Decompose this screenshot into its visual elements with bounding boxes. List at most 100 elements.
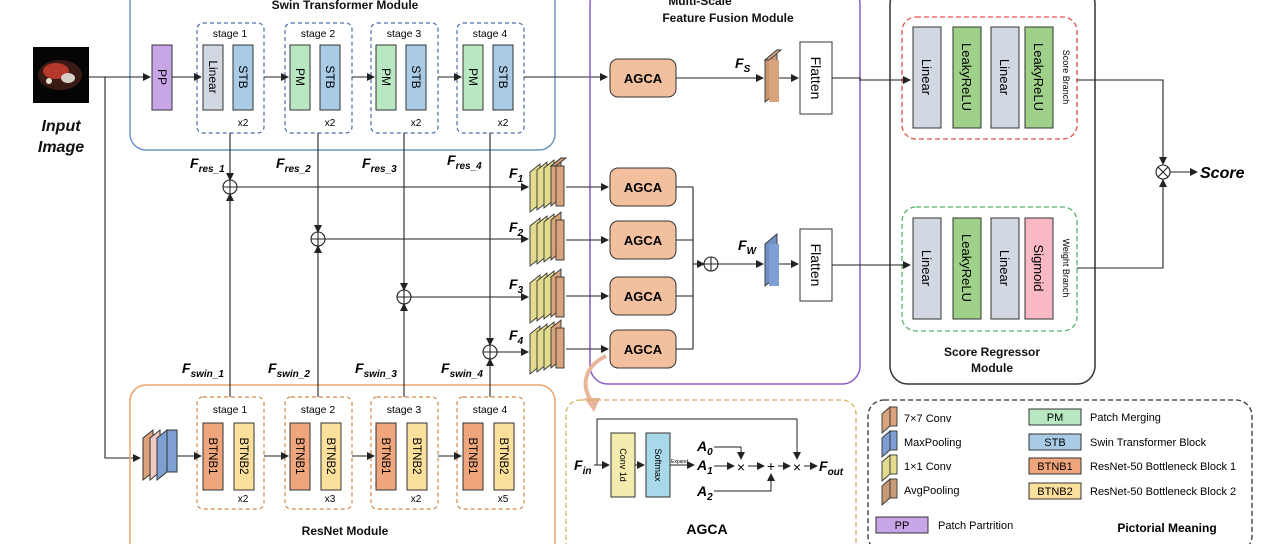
flatten-blocks: Flatten Flatten xyxy=(799,41,833,302)
pp-label: PP xyxy=(155,69,169,85)
swin-stage-2-repeat: x2 xyxy=(325,118,336,129)
resnet-stage-4-repeat: x5 xyxy=(498,494,509,505)
legend-pp-label: Patch Partrition xyxy=(938,520,1013,532)
agca-times-1: × xyxy=(737,459,745,475)
resnet-stage-3-repeat: x2 xyxy=(411,494,422,505)
resnet-stage-1-repeat: x2 xyxy=(238,494,249,505)
swin-stage-3-repeat: x2 xyxy=(411,118,422,129)
weight-branch-label: Weight Branch xyxy=(1061,239,1071,298)
swin-stage-4-block-a: PM xyxy=(466,68,480,86)
label-fswin-1: Fswin_1 xyxy=(182,360,224,380)
label-f1: F1 xyxy=(509,165,524,185)
resnet-stage-3-label: stage 3 xyxy=(387,404,422,416)
label-fswin-4: Fswin_4 xyxy=(441,360,483,380)
resnet-stage-4-label: stage 4 xyxy=(473,404,508,416)
legend-frame xyxy=(867,399,1253,544)
f3-stack xyxy=(529,268,565,324)
svg-text:A2: A2 xyxy=(696,483,713,503)
label-fres-3: Fres_3 xyxy=(362,155,397,175)
weight-block-1: Linear xyxy=(919,250,934,287)
swin-stage-3: stage 3 PM STB x2 xyxy=(370,22,439,134)
agca-blocks: AGCA AGCA AGCA AGCA AGCA xyxy=(609,58,677,369)
resnet-stage-2: stage 2 BTNB1 BTNB2 x3 xyxy=(284,396,353,510)
score-block-3: Linear xyxy=(997,59,1012,96)
softmax-label: Softmax xyxy=(653,448,663,482)
score-block-2: LeakyReLU xyxy=(959,43,974,111)
swin-stage-2-label: stage 2 xyxy=(301,28,336,40)
legend-pm-abbr: PM xyxy=(1047,412,1064,424)
swin-stage-2-block-a: PM xyxy=(293,68,307,86)
resnet-stem xyxy=(142,428,178,482)
resnet-stage-3-block-b: BTNB2 xyxy=(410,437,422,474)
regressor-arrows xyxy=(832,76,1198,269)
legend-btnb1-label: ResNet-50 Bottleneck Block 1 xyxy=(1090,461,1236,473)
swin-stage-1-block-a: Linear xyxy=(206,60,220,93)
feature-stacks xyxy=(529,157,568,375)
agca-detail-title: AGCA xyxy=(686,521,727,537)
legend-stb-label: Swin Transformer Block xyxy=(1090,437,1207,449)
swin-stage-4-repeat: x2 xyxy=(498,118,509,129)
label-fres-2: Fres_2 xyxy=(276,155,311,175)
fusion-arrows xyxy=(566,74,799,353)
score-branch-label: Score Branch xyxy=(1061,50,1071,105)
input-label-2: Image xyxy=(38,139,84,156)
svg-text:Fin: Fin xyxy=(574,457,591,477)
label-fswin-2: Fswin_2 xyxy=(268,360,310,380)
weight-block-2: LeakyReLU xyxy=(959,234,974,302)
agca-plus: + xyxy=(767,458,775,474)
resnet-stage-1: stage 1 BTNB1 BTNB2 x2 xyxy=(196,396,265,510)
regressor-title-1: Score Regressor xyxy=(944,345,1040,359)
agca-1: AGCA xyxy=(624,180,663,195)
score-branch: Linear LeakyReLU Linear LeakyReLU Score … xyxy=(901,16,1078,140)
fusion-title-2: Feature Fusion Module xyxy=(662,11,794,25)
resnet-module-title: ResNet Module xyxy=(302,524,389,538)
score-block-1: Linear xyxy=(919,59,934,96)
legend-pp-abbr: PP xyxy=(895,520,910,532)
agca-detail-frame xyxy=(565,399,857,544)
swin-module-title: Swin Transformer Module xyxy=(272,0,419,12)
label-f4: F4 xyxy=(509,327,524,347)
swin-stage-2-block-b: STB xyxy=(323,65,337,88)
label-fs: FS xyxy=(735,55,751,75)
resnet-stage-3: stage 3 BTNB1 BTNB2 x2 xyxy=(370,396,439,510)
legend-btnb1-abbr: BTNB1 xyxy=(1037,461,1072,473)
regressor-frame xyxy=(889,0,1096,385)
label-f2: F2 xyxy=(509,219,524,239)
resnet-stage-2-block-b: BTNB2 xyxy=(324,437,336,474)
resnet-stage-3-block-a: BTNB1 xyxy=(379,437,391,474)
f2-stack xyxy=(529,211,565,267)
agca-s: AGCA xyxy=(624,71,663,86)
legend-slabs xyxy=(881,406,898,506)
multiply-node xyxy=(1155,164,1171,180)
score-output-label: Score xyxy=(1200,165,1245,182)
f1-stack xyxy=(529,157,568,213)
label-f3: F3 xyxy=(509,276,524,296)
resnet-module-frame xyxy=(129,384,556,544)
swin-stage-3-block-a: PM xyxy=(379,68,393,86)
resnet-stage-1-block-a: BTNB1 xyxy=(206,437,218,474)
legend-btnb2-label: ResNet-50 Bottleneck Block 2 xyxy=(1090,486,1236,498)
swin-stage-2: stage 2 PM STB x2 xyxy=(284,22,353,134)
legend-btnb2-abbr: BTNB2 xyxy=(1037,486,1072,498)
label-fswin-3: Fswin_3 xyxy=(355,360,397,380)
swin-stage-4-block-b: STB xyxy=(496,65,510,88)
swin-stage-1-repeat: x2 xyxy=(238,118,249,129)
resnet-stage-1-block-b: BTNB2 xyxy=(237,437,249,474)
swin-stage-1-block-b: STB xyxy=(236,65,250,88)
expand-label: Expand xyxy=(671,459,688,465)
label-fres-4: Fres_4 xyxy=(447,152,482,172)
label-fres-1: Fres_1 xyxy=(190,155,225,175)
fusion-sum-node xyxy=(703,256,719,272)
swin-stage-4: stage 4 PM STB x2 xyxy=(456,22,525,134)
agca-detail-arrows xyxy=(594,418,818,492)
cross-connections xyxy=(226,133,529,397)
score-block-4: LeakyReLU xyxy=(1031,43,1046,111)
legend-1x1conv: 1×1 Conv xyxy=(904,461,952,473)
fw-slab xyxy=(764,233,779,287)
fusion-module-frame xyxy=(589,0,861,385)
f4-stack xyxy=(529,319,565,375)
swin-stage-1-label: stage 1 xyxy=(213,28,248,40)
agca-symbols: Fin A0 A1 A2 Fout xyxy=(574,438,844,503)
conv1d-label: Conv 1d xyxy=(618,448,628,482)
legend-avgpooling: AvgPooling xyxy=(904,485,959,497)
